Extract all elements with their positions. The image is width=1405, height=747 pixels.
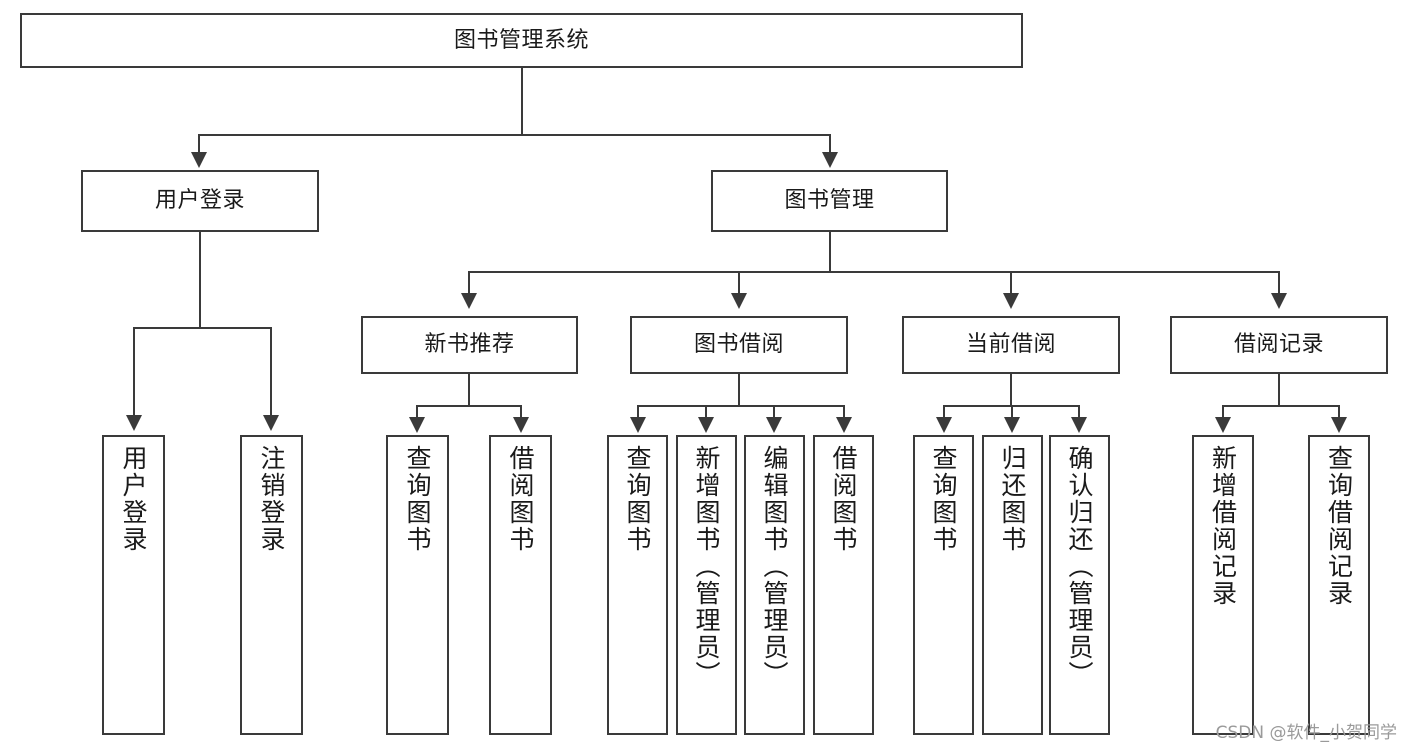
node-book-manage[interactable]: 图书管理 bbox=[711, 170, 948, 232]
arrowhead-borrow-record-to-leaf-2 bbox=[1331, 417, 1347, 433]
connector-root-stem bbox=[521, 68, 523, 135]
leaf-return-book[interactable]: 归还图书 bbox=[982, 435, 1043, 735]
connector-current-borrow-stem bbox=[1010, 374, 1012, 406]
arrowhead-user-login-to-leaf-2 bbox=[263, 415, 279, 431]
leaf-borrow-book-2[interactable]: 借阅图书 bbox=[813, 435, 874, 735]
connector-book-borrow-to-leaf-3 bbox=[773, 405, 775, 419]
connector-new-book-stem bbox=[468, 374, 470, 406]
connector-book-manage-bus bbox=[468, 271, 1280, 273]
node-borrow-record-label: 借阅记录 bbox=[1233, 332, 1324, 358]
connector-book-borrow-bus bbox=[637, 405, 845, 407]
node-root-label: 图书管理系统 bbox=[453, 27, 589, 53]
leaf-add-book[interactable]: 新增图书（管理员） bbox=[676, 435, 737, 735]
arrowhead-book-manage-to-new-book bbox=[461, 293, 477, 309]
connector-root-to-book-manage bbox=[829, 134, 831, 154]
leaf-add-record-label: 新增借阅记录 bbox=[1208, 445, 1238, 607]
leaf-return-book-label: 归还图书 bbox=[998, 445, 1027, 553]
leaf-confirm-return-label: 确认归还（管理员） bbox=[1065, 445, 1094, 688]
connector-borrow-record-to-leaf-1 bbox=[1222, 405, 1224, 419]
connector-user-login-to-leaf-2 bbox=[270, 327, 272, 417]
leaf-edit-book-label: 编辑图书（管理员） bbox=[760, 445, 789, 688]
arrowhead-book-manage-to-book-borrow bbox=[731, 293, 747, 309]
node-root[interactable]: 图书管理系统 bbox=[20, 13, 1023, 68]
leaf-borrow-book-1-label: 借阅图书 bbox=[506, 445, 535, 553]
node-book-borrow[interactable]: 图书借阅 bbox=[630, 316, 848, 374]
connector-user-login-to-leaf-1 bbox=[133, 327, 135, 417]
connector-book-manage-to-book-borrow bbox=[738, 271, 740, 295]
arrowhead-book-borrow-to-leaf-2 bbox=[698, 417, 714, 433]
node-current-borrow-label: 当前借阅 bbox=[965, 332, 1056, 358]
leaf-query-book-1[interactable]: 查询图书 bbox=[386, 435, 449, 735]
leaf-query-book-3-label: 查询图书 bbox=[929, 445, 958, 553]
connector-current-borrow-to-leaf-1 bbox=[943, 405, 945, 419]
node-borrow-record[interactable]: 借阅记录 bbox=[1170, 316, 1388, 374]
connector-new-book-bus bbox=[416, 405, 522, 407]
arrowhead-new-book-to-leaf-2 bbox=[513, 417, 529, 433]
arrowhead-borrow-record-to-leaf-1 bbox=[1215, 417, 1231, 433]
arrowhead-user-login-to-leaf-1 bbox=[126, 415, 142, 431]
leaf-user-logout[interactable]: 注销登录 bbox=[240, 435, 303, 735]
node-book-borrow-label: 图书借阅 bbox=[693, 332, 784, 358]
leaf-add-book-label: 新增图书（管理员） bbox=[692, 445, 721, 688]
node-current-borrow[interactable]: 当前借阅 bbox=[902, 316, 1120, 374]
leaf-query-book-3[interactable]: 查询图书 bbox=[913, 435, 974, 735]
connector-book-borrow-to-leaf-4 bbox=[843, 405, 845, 419]
leaf-query-book-2-label: 查询图书 bbox=[623, 445, 652, 553]
leaf-user-login[interactable]: 用户登录 bbox=[102, 435, 165, 735]
leaf-borrow-book-2-label: 借阅图书 bbox=[829, 445, 858, 553]
connector-borrow-record-stem bbox=[1278, 374, 1280, 406]
connector-book-borrow-stem bbox=[738, 374, 740, 406]
arrowhead-book-manage-to-borrow-record bbox=[1271, 293, 1287, 309]
node-new-book-recommend-label: 新书推荐 bbox=[424, 332, 515, 358]
node-user-login[interactable]: 用户登录 bbox=[81, 170, 319, 232]
arrowhead-book-manage-to-current-borrow bbox=[1003, 293, 1019, 309]
leaf-query-record[interactable]: 查询借阅记录 bbox=[1308, 435, 1370, 735]
arrowhead-current-borrow-to-leaf-3 bbox=[1071, 417, 1087, 433]
leaf-confirm-return[interactable]: 确认归还（管理员） bbox=[1049, 435, 1110, 735]
arrowhead-book-borrow-to-leaf-1 bbox=[630, 417, 646, 433]
connector-book-borrow-to-leaf-1 bbox=[637, 405, 639, 419]
connector-new-book-to-leaf-2 bbox=[520, 405, 522, 419]
leaf-query-book-2[interactable]: 查询图书 bbox=[607, 435, 668, 735]
connector-borrow-record-bus bbox=[1222, 405, 1340, 407]
leaf-query-book-1-label: 查询图书 bbox=[403, 445, 432, 553]
leaf-query-record-label: 查询借阅记录 bbox=[1324, 445, 1354, 607]
arrowhead-root-to-user-login bbox=[191, 152, 207, 168]
node-user-login-label: 用户登录 bbox=[154, 188, 245, 214]
leaf-edit-book[interactable]: 编辑图书（管理员） bbox=[744, 435, 805, 735]
connector-user-login-bus bbox=[133, 327, 272, 329]
connector-book-manage-to-new-book bbox=[468, 271, 470, 295]
connector-user-login-stem bbox=[199, 232, 201, 328]
arrowhead-new-book-to-leaf-1 bbox=[409, 417, 425, 433]
connector-root-bus bbox=[198, 134, 831, 136]
leaf-user-login-label: 用户登录 bbox=[119, 445, 148, 553]
csdn-watermark: CSDN @软件_小贺同学 bbox=[1215, 723, 1397, 743]
connector-current-borrow-to-leaf-2 bbox=[1011, 405, 1013, 419]
leaf-user-logout-label: 注销登录 bbox=[257, 445, 286, 553]
node-book-manage-label: 图书管理 bbox=[784, 188, 875, 214]
arrowhead-book-borrow-to-leaf-4 bbox=[836, 417, 852, 433]
connector-borrow-record-to-leaf-2 bbox=[1338, 405, 1340, 419]
arrowhead-current-borrow-to-leaf-2 bbox=[1004, 417, 1020, 433]
leaf-borrow-book-1[interactable]: 借阅图书 bbox=[489, 435, 552, 735]
connector-current-borrow-to-leaf-3 bbox=[1078, 405, 1080, 419]
connector-book-manage-to-current-borrow bbox=[1010, 271, 1012, 295]
arrowhead-current-borrow-to-leaf-1 bbox=[936, 417, 952, 433]
node-new-book-recommend[interactable]: 新书推荐 bbox=[361, 316, 578, 374]
leaf-add-record[interactable]: 新增借阅记录 bbox=[1192, 435, 1254, 735]
connector-root-to-user-login bbox=[198, 134, 200, 154]
connector-book-manage-to-borrow-record bbox=[1278, 271, 1280, 295]
arrowhead-book-borrow-to-leaf-3 bbox=[766, 417, 782, 433]
connector-new-book-to-leaf-1 bbox=[416, 405, 418, 419]
connector-book-borrow-to-leaf-2 bbox=[705, 405, 707, 419]
arrowhead-root-to-book-manage bbox=[822, 152, 838, 168]
connector-book-manage-stem bbox=[829, 232, 831, 272]
